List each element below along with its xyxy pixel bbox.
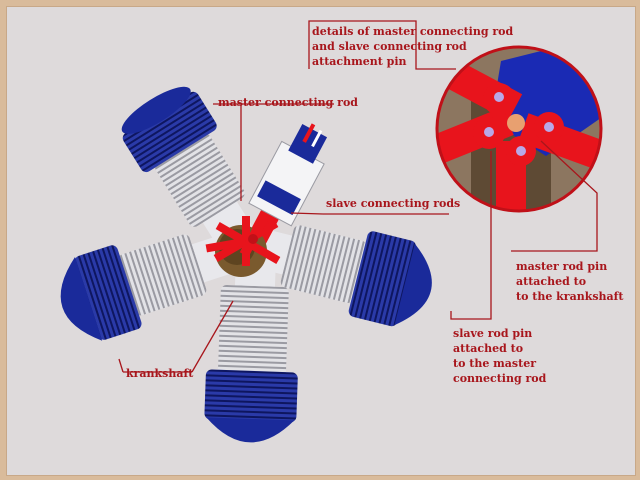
slave-pin-marker (494, 92, 504, 102)
detail-inset (435, 45, 603, 213)
label-details: details of master connecting rod and sla… (312, 25, 514, 68)
cylinder-right (258, 225, 432, 327)
label-crankshaft: krankshaft (126, 367, 194, 380)
label-master-rod-pin: master rod pin attached to to the kranks… (516, 260, 624, 303)
engine-illustration (60, 20, 603, 443)
slave-pin-marker (544, 122, 554, 132)
crankshaft-hub (205, 215, 281, 277)
slave-pin-marker (516, 146, 526, 156)
label-master-connecting-rod: master connecting rod (218, 96, 358, 109)
label-slave-connecting-rods: slave connecting rods (326, 197, 461, 210)
label-slave-rod-pin: slave rod pin attached to to the master … (453, 327, 547, 385)
diagram-canvas (6, 6, 636, 476)
slave-pin-marker (484, 127, 494, 137)
leader-lines (118, 20, 598, 373)
leader-details (308, 20, 456, 70)
